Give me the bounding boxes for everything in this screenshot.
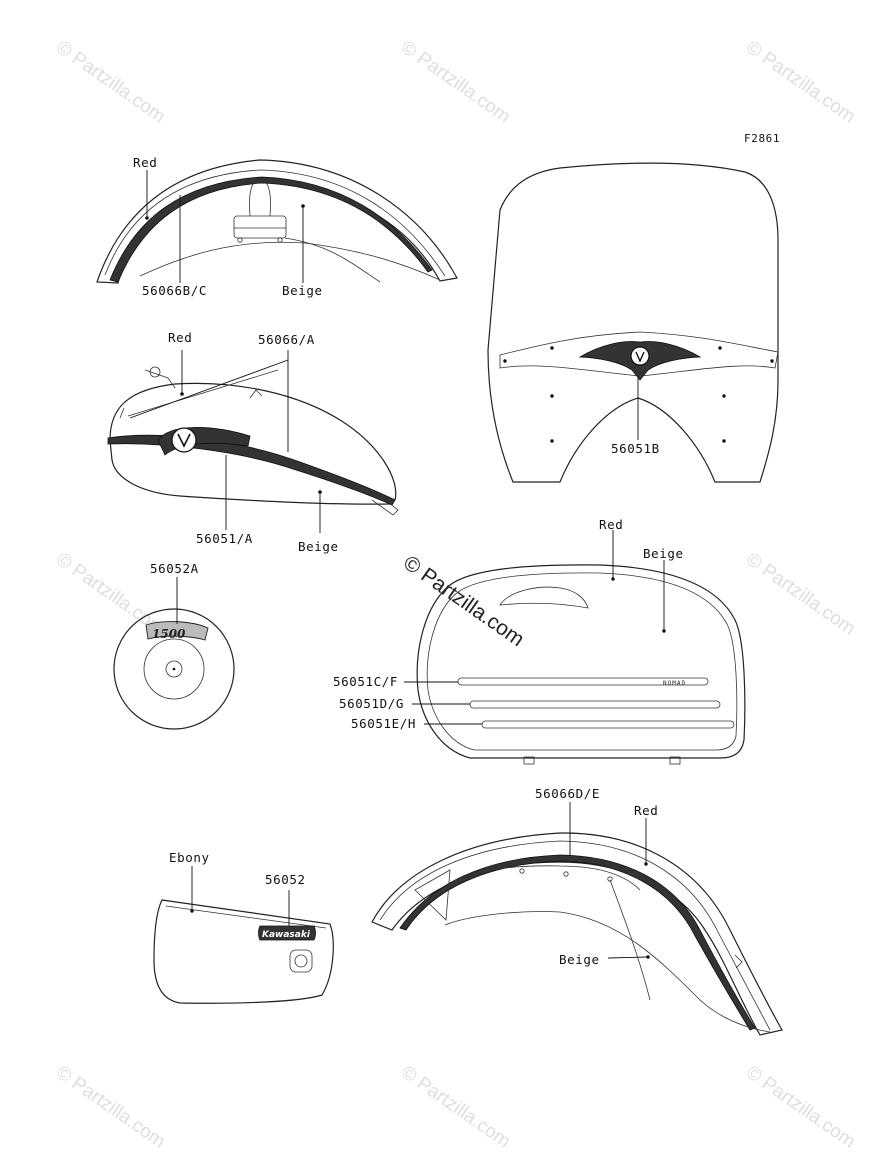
watermark: © Partzilla.com bbox=[742, 549, 859, 640]
label-tank-color: Red bbox=[168, 330, 192, 345]
watermark: © Partzilla.com bbox=[397, 1062, 514, 1153]
cover-badge: 1500 bbox=[152, 627, 186, 641]
label-tank-color2: Beige bbox=[298, 539, 339, 554]
watermark: © Partzilla.com bbox=[742, 1062, 859, 1153]
watermark: © Partzilla.com bbox=[397, 37, 514, 128]
watermark: © Partzilla.com bbox=[52, 37, 169, 128]
label-saddlebag-color: Red bbox=[599, 517, 623, 532]
label-rear-fender-color2: Beige bbox=[559, 952, 600, 967]
saddlebag: NOMAD bbox=[404, 530, 746, 765]
label-rear-fender-color: Red bbox=[634, 803, 658, 818]
side-cover-badge: Kawasaki bbox=[262, 930, 311, 940]
label-tank-part-top: 56066/A bbox=[258, 332, 315, 347]
label-front-fender-color: Red bbox=[133, 155, 157, 170]
round-cover: 1500 bbox=[113, 577, 235, 730]
rear-fender bbox=[371, 802, 783, 1036]
watermark-center: © Partzilla.com bbox=[399, 551, 528, 651]
label-side-cover-color: Ebony bbox=[169, 850, 210, 865]
label-front-fender-part: 56066B/C bbox=[142, 283, 207, 298]
fuel-tank bbox=[107, 350, 399, 533]
watermark: © Partzilla.com bbox=[742, 37, 859, 128]
label-saddlebag-color2: Beige bbox=[643, 546, 684, 561]
label-cover-part: 56052A bbox=[150, 561, 199, 576]
label-saddlebag-stripe1: 56051C/F bbox=[333, 674, 398, 689]
label-windshield-part: 56051B bbox=[611, 441, 660, 456]
label-side-cover-part: 56052 bbox=[265, 872, 306, 887]
label-saddlebag-stripe3: 56051E/H bbox=[351, 716, 416, 731]
saddlebag-badge: NOMAD bbox=[663, 680, 686, 687]
label-saddlebag-stripe2: 56051D/G bbox=[339, 696, 404, 711]
side-cover: Kawasaki bbox=[153, 866, 334, 1004]
figure-code: F2861 bbox=[744, 132, 780, 145]
label-rear-fender-part: 56066D/E bbox=[535, 786, 600, 801]
front-fender bbox=[96, 159, 458, 284]
windshield bbox=[487, 162, 779, 483]
watermark: © Partzilla.com bbox=[52, 1062, 169, 1153]
label-front-fender-color2: Beige bbox=[282, 283, 323, 298]
label-tank-part-emblem: 56051/A bbox=[196, 531, 253, 546]
